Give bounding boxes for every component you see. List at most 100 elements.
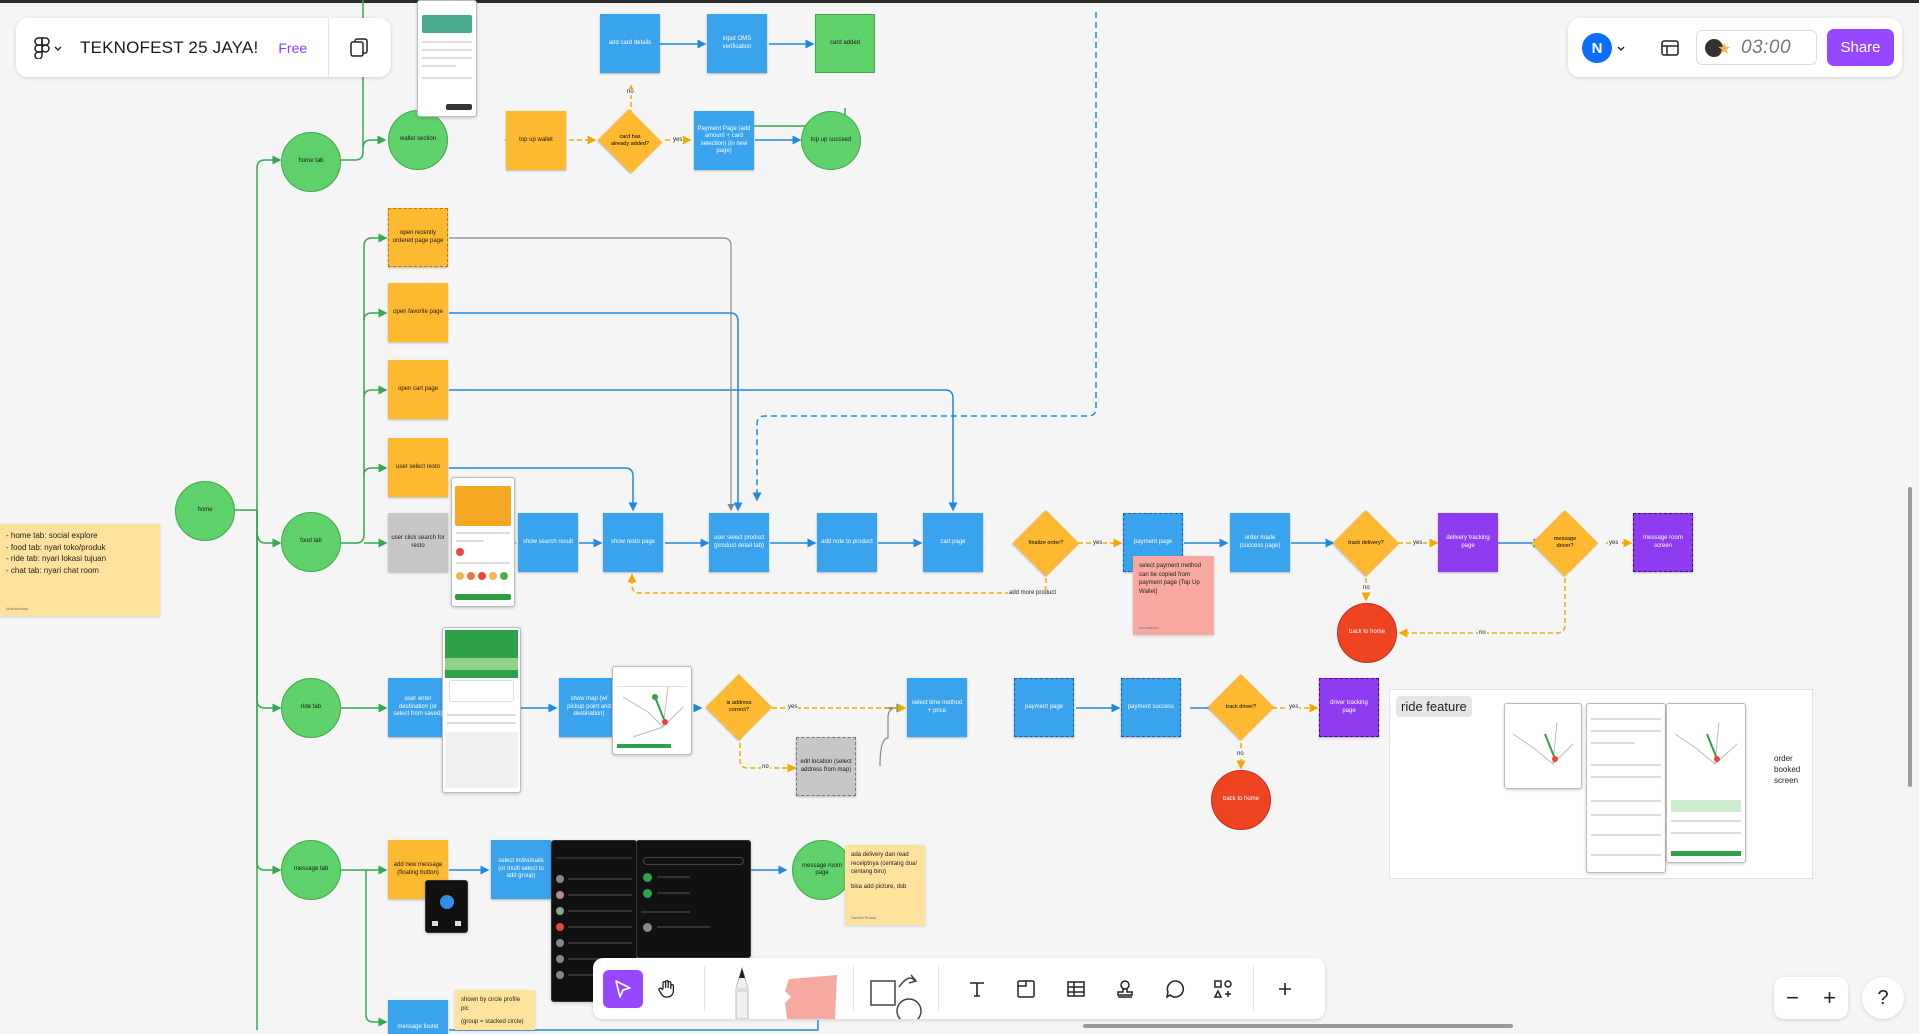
main-menu-button[interactable] xyxy=(16,36,63,59)
washi-tape-tool[interactable] xyxy=(779,973,841,1019)
widgets-tool[interactable] xyxy=(1207,973,1239,1005)
node-back-home-food[interactable]: back to home xyxy=(1337,603,1397,663)
node-message-room-screen[interactable]: message room screen xyxy=(1633,513,1693,572)
marker-tool[interactable] xyxy=(724,966,760,1020)
label-yes: yes xyxy=(672,137,684,143)
node-message-room-page[interactable]: message room page xyxy=(792,840,852,900)
node-select-time[interactable]: select time method + price xyxy=(907,678,967,737)
sticky-message-note[interactable]: ada delivery dan read receiptnya (centan… xyxy=(845,845,925,925)
decision-track-delivery[interactable]: track delivery? xyxy=(1333,510,1399,576)
add-icon xyxy=(1279,983,1291,995)
node-resto-page[interactable]: show resto page xyxy=(603,513,663,572)
chevron-down-icon xyxy=(1617,46,1625,51)
select-tool[interactable] xyxy=(603,970,643,1008)
node-ride-tab[interactable]: ride tab xyxy=(281,678,341,738)
ride-feature-map-1[interactable] xyxy=(1504,703,1582,789)
zoom-out-button[interactable]: − xyxy=(1786,985,1799,1010)
share-button[interactable]: Share xyxy=(1827,29,1894,66)
ride-feature-section[interactable]: ride feature order booked screen xyxy=(1389,689,1813,879)
ride-feature-list[interactable] xyxy=(1586,703,1666,873)
node-open-cart[interactable]: open cart page xyxy=(388,360,448,419)
node-enter-destination[interactable]: user enter destination (or select from s… xyxy=(388,678,448,737)
section-icon xyxy=(1017,980,1035,998)
shape-tool[interactable] xyxy=(865,971,923,1024)
node-card-added[interactable]: card added xyxy=(815,14,875,73)
label-no: no xyxy=(626,89,635,95)
pink-note-author: aneufatiqiu xyxy=(1139,625,1159,631)
food-screen-thumbnail[interactable] xyxy=(451,477,515,607)
sticky-tab-summary[interactable]: - home tab: social explore - food tab: n… xyxy=(0,524,160,616)
avatar-menu[interactable]: N xyxy=(1582,33,1626,63)
map-screen-thumbnail[interactable] xyxy=(612,666,692,755)
label-add-more: add more product xyxy=(1008,590,1058,596)
pages-button[interactable] xyxy=(343,31,375,63)
vertical-scrollbar[interactable] xyxy=(1908,487,1912,787)
star-icon: ★ xyxy=(1717,40,1732,58)
node-cart-page[interactable]: cart page xyxy=(923,513,983,572)
node-add-note[interactable]: add note to product xyxy=(817,513,877,572)
node-message-tab[interactable]: message tab xyxy=(281,840,341,900)
circle-note-line-2: (group = stacked circle) xyxy=(461,1019,524,1026)
decision-card-added[interactable]: card has already added? xyxy=(597,109,663,173)
sticky-circle-note[interactable]: shown by circle profile pic (group = sta… xyxy=(455,990,535,1030)
pink-note-text: select payment method can be copied from… xyxy=(1139,563,1202,596)
decision-finalize[interactable]: finalize order? xyxy=(1013,510,1079,576)
node-recently-ordered[interactable]: open recently ordered page page xyxy=(388,208,448,267)
node-search-result[interactable]: show search result xyxy=(518,513,578,572)
node-order-made[interactable]: order made (success page) xyxy=(1230,513,1290,572)
avatar[interactable]: N xyxy=(1582,33,1612,63)
table-tool[interactable] xyxy=(1060,973,1092,1005)
message-note-line-1: ada delivery dan read receiptnya (centan… xyxy=(851,852,918,876)
floating-button-thumbnail[interactable] xyxy=(425,880,468,933)
node-food-tab[interactable]: food tab xyxy=(281,512,341,572)
sticky-pink-note[interactable]: select payment method can be copied from… xyxy=(1133,556,1214,635)
section-tool[interactable] xyxy=(1010,973,1042,1005)
node-show-map[interactable]: show map (w/ pickup point and destinatio… xyxy=(559,678,619,737)
node-topup-wallet[interactable]: top up wallet xyxy=(506,111,566,170)
node-driver-tracking[interactable]: driver tracking page xyxy=(1319,678,1379,737)
decision-message-driver[interactable]: message driver? xyxy=(1532,510,1598,576)
node-add-card-details[interactable]: add card details xyxy=(600,14,660,73)
node-select-product[interactable]: user select product (product detail tab) xyxy=(709,513,769,572)
comment-icon xyxy=(1165,980,1185,999)
decision-track-driver[interactable]: track driver? xyxy=(1208,674,1274,740)
stamp-tool[interactable] xyxy=(1109,973,1141,1005)
hand-icon xyxy=(658,980,675,998)
washi-tape-icon xyxy=(785,975,837,1019)
node-wallet-section[interactable]: wallet section xyxy=(388,110,448,170)
add-tool-button[interactable] xyxy=(1269,973,1301,1005)
plan-badge[interactable]: Free xyxy=(278,39,308,56)
decision-address-correct[interactable]: is address correct? xyxy=(706,674,772,740)
node-select-individuals[interactable]: select individuals (or multi select to a… xyxy=(491,840,551,899)
ride-feature-caption: order booked screen xyxy=(1774,754,1801,786)
horizontal-scrollbar[interactable] xyxy=(1083,1024,1513,1028)
hand-tool[interactable] xyxy=(651,973,683,1005)
node-payment-page-topup[interactable]: Payment Page (add amount + card selectio… xyxy=(694,111,754,170)
help-button[interactable]: ? xyxy=(1862,977,1904,1019)
node-select-resto[interactable]: user select resto xyxy=(388,438,448,497)
node-favorite[interactable]: open favorite page xyxy=(388,283,448,342)
ride-screen-thumbnail[interactable] xyxy=(442,627,521,793)
text-tool[interactable] xyxy=(961,973,993,1005)
node-home[interactable]: home xyxy=(175,481,235,541)
file-title[interactable]: TEKNOFEST 25 JAYA! xyxy=(80,37,259,57)
node-topup-succeed[interactable]: top up succeed xyxy=(801,111,861,170)
zoom-in-button[interactable]: + xyxy=(1823,985,1836,1010)
new-chat-thumbnail[interactable] xyxy=(636,840,751,958)
node-payment-page-ride[interactable]: payment page xyxy=(1014,678,1074,737)
node-payment-success[interactable]: payment success xyxy=(1121,678,1181,737)
node-message-found[interactable]: message found xyxy=(388,1000,448,1034)
layout-toggle-button[interactable] xyxy=(1654,32,1686,64)
node-delivery-tracking[interactable]: delivery tracking page xyxy=(1438,513,1498,572)
node-search-resto[interactable]: user click search for resto xyxy=(388,513,448,572)
timer-widget[interactable]: ★ 03:00 xyxy=(1696,30,1817,65)
node-input-oms[interactable]: input OMS verification xyxy=(707,14,767,73)
wallet-screen-thumbnail[interactable] xyxy=(417,0,477,117)
ride-feature-booked[interactable] xyxy=(1666,703,1746,863)
node-back-home-ride[interactable]: back to home xyxy=(1211,770,1271,830)
comment-tool[interactable] xyxy=(1159,973,1191,1005)
node-home-tab[interactable]: home tab xyxy=(281,132,341,192)
node-edit-location[interactable]: edit location (select address from map) xyxy=(796,737,856,796)
